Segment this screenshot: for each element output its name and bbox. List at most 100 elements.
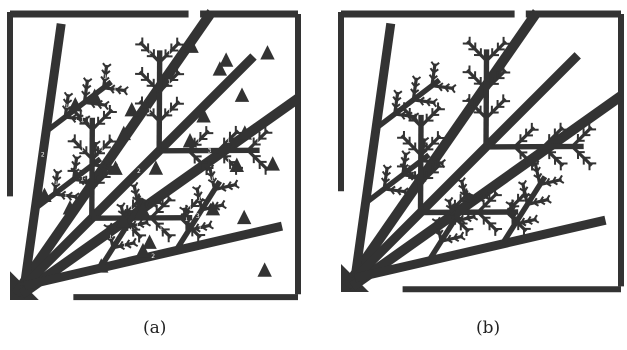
branch-segment — [92, 163, 116, 170]
branch-segment — [522, 179, 527, 186]
branch-segment — [450, 87, 456, 94]
branch-segment — [214, 182, 238, 192]
element-tip — [184, 38, 199, 53]
element-number-label: 1 — [75, 115, 79, 122]
element-number-label: 1 — [168, 49, 172, 56]
branch-segment — [132, 184, 141, 208]
branch-segment — [56, 169, 63, 175]
element-number-label: 1 — [80, 176, 84, 183]
branch-segment — [208, 224, 214, 230]
panel-b-structure — [338, 9, 624, 293]
branch-segment — [103, 86, 127, 93]
branch-segment — [537, 172, 543, 179]
branch-segment — [431, 84, 455, 91]
branch-segment — [158, 100, 181, 123]
branch-segment — [196, 184, 202, 191]
element-tip — [108, 160, 123, 175]
branch-segment — [419, 163, 442, 185]
branch-segment — [145, 221, 152, 227]
branch-segment — [571, 126, 593, 148]
branch-segment — [411, 77, 419, 101]
branch-segment — [466, 40, 488, 62]
branch-segment — [138, 70, 161, 93]
branch-segment — [484, 196, 491, 201]
branch-segment — [400, 114, 406, 120]
element-tip — [135, 242, 151, 258]
branch-segment — [149, 216, 173, 239]
element-number-label: 1 — [100, 146, 104, 153]
branch-segment — [384, 178, 391, 184]
branch-segment — [539, 200, 546, 206]
branch-segment — [97, 197, 147, 270]
branch-segment — [227, 185, 234, 191]
branch-segment — [558, 179, 565, 184]
branch-segment — [194, 227, 201, 233]
branch-segment — [90, 138, 114, 161]
element-tip — [94, 258, 109, 273]
element-number-label: 1 — [65, 103, 69, 110]
branch-segment — [209, 164, 215, 171]
branch-segment — [472, 216, 479, 221]
branch-segment — [353, 215, 607, 283]
element-tip — [124, 102, 139, 117]
branch-segment — [74, 161, 81, 167]
branch-segment — [436, 216, 441, 223]
branch-segment — [463, 189, 469, 196]
element-number-label: 1 — [113, 86, 117, 93]
branch-segment — [385, 171, 392, 177]
branch-segment — [109, 229, 115, 236]
element-number-label: 1 — [135, 222, 139, 229]
branch-segment — [182, 207, 191, 231]
branch-segment — [485, 40, 507, 62]
branch-segment — [419, 134, 442, 157]
branch-segment — [509, 199, 515, 206]
branch-segment — [220, 204, 227, 210]
branch-segment — [425, 100, 431, 107]
branch-segment — [421, 158, 444, 165]
element-tip — [205, 201, 221, 216]
element-number-label: 1 — [256, 137, 260, 144]
branch-segment — [122, 208, 127, 215]
branch-segment — [437, 223, 443, 229]
panel-a-label: (a) — [143, 318, 167, 338]
branch-segment — [217, 129, 240, 152]
branch-segment — [89, 117, 96, 219]
branch-segment — [453, 214, 476, 223]
branch-segment — [156, 50, 163, 151]
branch-segment — [512, 212, 518, 219]
branch-segment — [60, 194, 66, 200]
element-number-label: 1 — [210, 175, 214, 182]
branch-segment — [508, 202, 517, 225]
branch-segment — [571, 145, 593, 167]
branch-segment — [459, 179, 468, 202]
element-tip — [116, 213, 131, 228]
branch-segment — [402, 190, 408, 197]
branch-segment — [105, 63, 112, 69]
branch-segment — [430, 63, 437, 86]
branch-segment — [220, 187, 227, 192]
branch-segment — [483, 49, 490, 147]
element-number-label: 1 — [81, 117, 85, 124]
branch-segment — [185, 211, 190, 218]
branch-segment — [158, 70, 181, 93]
branch-segment — [65, 106, 72, 112]
branch-segment — [396, 90, 403, 96]
branch-segment — [478, 197, 485, 203]
diagonal-channel-lower — [18, 94, 301, 299]
branch-segment — [210, 170, 216, 177]
element-number-label: 1 — [54, 180, 58, 187]
branch-segment — [427, 160, 433, 167]
branch-segment — [465, 194, 489, 204]
branch-segment — [533, 162, 542, 185]
branch-segment — [158, 201, 164, 207]
branch-segment — [413, 98, 436, 105]
diagonal-channel-lower — [349, 91, 624, 291]
branch-segment — [136, 195, 142, 201]
branch-segment — [394, 103, 401, 109]
branch-segment — [159, 147, 260, 154]
element-tip — [236, 209, 252, 225]
branch-segment — [400, 105, 423, 128]
branch-segment — [395, 96, 402, 102]
branch-segment — [21, 53, 257, 289]
